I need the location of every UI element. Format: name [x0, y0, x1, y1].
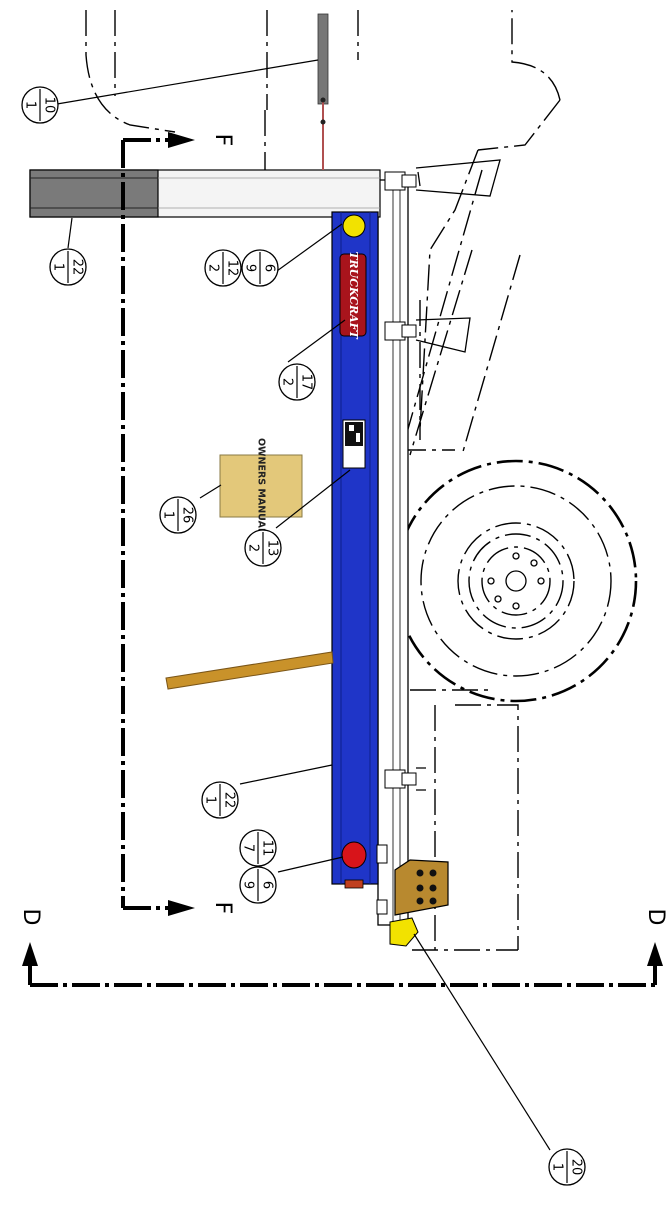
- balloon-13-item: 13: [265, 540, 280, 557]
- section-line-d: [22, 942, 663, 987]
- frame-rail: [377, 179, 409, 926]
- balloon-20-item: 20: [569, 1159, 584, 1176]
- u-bolt-mount-rear: [384, 767, 426, 791]
- balloon-17-item: 17: [299, 374, 314, 391]
- balloon-20-qty: 1: [550, 1163, 565, 1171]
- section-d-label-bottom: D: [643, 909, 668, 926]
- data-plate: [342, 419, 366, 469]
- balloon-6-top: 6 9: [241, 249, 279, 287]
- balloon-13-qty: 2: [246, 544, 261, 552]
- balloon-11: 11 7: [239, 829, 277, 867]
- balloon-17-qty: 2: [280, 378, 295, 386]
- leader-lines: [56, 59, 551, 1151]
- truckcraft-decal-text: TRUCKCRAFT: [347, 251, 360, 339]
- balloon-22-bottom: 22 1: [201, 781, 239, 819]
- balloon-6-top-qty: 9: [243, 264, 258, 272]
- balloon-22-top-item: 22: [70, 259, 85, 276]
- rear-wheel: [394, 459, 638, 703]
- section-line-f: [121, 132, 195, 916]
- balloon-20: 20 1: [548, 1148, 586, 1186]
- rear-light-bracket: [376, 844, 388, 864]
- balloon-26-qty: 1: [161, 511, 176, 519]
- headache-rack-post: [29, 169, 381, 218]
- balloon-13: 13 2: [244, 529, 282, 567]
- u-bolt-mount-front: [384, 159, 501, 197]
- truckcraft-decal: TRUCKCRAFT: [339, 251, 367, 339]
- balloon-11-item: 11: [260, 840, 275, 857]
- balloon-10-item: 10: [42, 97, 57, 114]
- balloon-6-top-item: 6: [262, 264, 277, 272]
- red-clearance-light: [341, 841, 367, 869]
- section-d-label-top: D: [18, 909, 43, 926]
- balloon-10-qty: 1: [23, 101, 38, 109]
- hitch-bracket: [389, 859, 449, 947]
- balloon-10: 10 1: [21, 86, 59, 124]
- balloon-12-item: 12: [225, 260, 240, 277]
- balloon-17: 17 2: [278, 363, 316, 401]
- balloon-26: 26 1: [159, 496, 197, 534]
- balloon-12-qty: 2: [206, 264, 221, 272]
- u-bolt-mount-middle: [384, 317, 471, 353]
- balloon-22-bottom-item: 22: [222, 792, 237, 809]
- balloon-22-top-qty: 1: [51, 263, 66, 271]
- pry-bar: [165, 651, 334, 690]
- balloon-26-item: 26: [180, 507, 195, 524]
- balloon-11-qty: 7: [241, 844, 256, 852]
- balloon-12: 12 2: [204, 249, 242, 287]
- balloon-6-bottom-qty: 9: [241, 881, 256, 889]
- tie-down-strap: [317, 13, 329, 170]
- balloon-22-top: 22 1: [49, 248, 87, 286]
- yellow-clearance-light: [342, 214, 366, 238]
- owners-manual: OWNERS MANUAL: [219, 438, 303, 534]
- rear-bumper-clip: [376, 899, 388, 915]
- owners-manual-text: OWNERS MANUAL: [256, 438, 267, 534]
- balloon-6-bottom-item: 6: [260, 881, 275, 889]
- balloon-6-bottom: 6 9: [239, 866, 277, 904]
- section-f-label-top: F: [210, 134, 235, 147]
- balloon-22-bottom-qty: 1: [203, 796, 218, 804]
- section-f-label-bottom: F: [210, 902, 235, 915]
